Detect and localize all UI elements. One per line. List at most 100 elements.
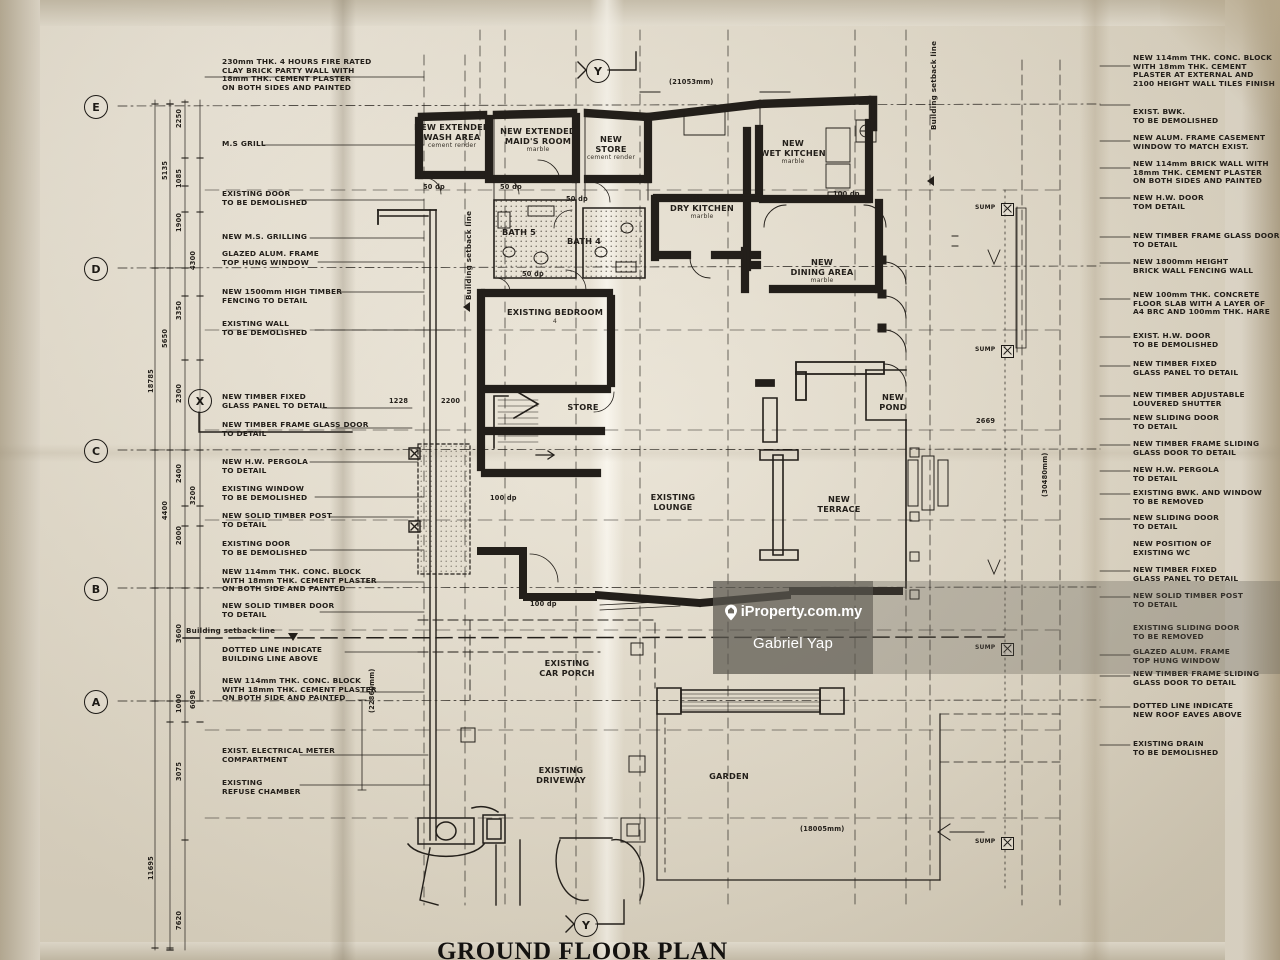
annotation-line: EXISTING DOOR	[222, 539, 291, 548]
dimension-value: 3075	[175, 761, 183, 781]
annotation-line: 2100 HEIGHT WALL TILES FINISH	[1133, 79, 1276, 89]
sump-symbol-icon	[1001, 643, 1014, 656]
setback-line-label: Building setback line	[186, 626, 276, 635]
annotation-line: NEW 100mm THK. CONCRETE	[1133, 290, 1260, 299]
annotation-line: A4 BRC AND 100mm THK. HARE	[1133, 307, 1270, 317]
annotation-line: NEW M.S. GRILLING	[222, 232, 308, 241]
annotation-line: CLAY BRICK PARTY WALL WITH	[222, 65, 355, 75]
annotation-line: GLAZED ALUM. FRAME	[1133, 647, 1230, 656]
dimension-value: 2669	[976, 417, 996, 425]
annotation-line: PLASTER AT EXTERNAL AND	[1133, 70, 1254, 80]
room-name: NEW EXTENDED	[500, 126, 576, 136]
room-name: STORE	[595, 143, 627, 154]
annotation-line: EXISTING DRAIN	[1133, 739, 1204, 748]
room-name: POND	[879, 401, 907, 412]
room-name: EXISTING	[650, 492, 696, 502]
watermark: iProperty.com.my Gabriel Yap	[713, 581, 873, 674]
dimension-value: 6098	[189, 689, 197, 709]
annotation-line: NEW TIMBER FIXED	[1133, 565, 1217, 574]
sump-label: SUMP	[975, 838, 996, 845]
annotation-line: TO DETAIL	[1133, 239, 1178, 249]
annotation-line: NEW TIMBER FIXED	[1133, 359, 1217, 368]
annotation-line: TO DETAIL	[222, 519, 267, 529]
dimension-value: 1000	[175, 693, 183, 713]
dimension-value: 5650	[161, 328, 169, 348]
room-finish: marble	[781, 158, 805, 166]
annotation-line: NEW TIMBER FIXED	[222, 392, 306, 401]
annotation-line: NEW 1800mm HEIGHT	[1133, 257, 1229, 266]
dimension-value: 100 dp	[833, 190, 860, 198]
annotation-line: BRICK WALL FENCING WALL	[1133, 265, 1254, 275]
annotation-line: NEW SOLID TIMBER DOOR	[222, 601, 335, 610]
dimension-value: 2250	[175, 108, 183, 128]
annotation-line: TO BE DEMOLISHED	[222, 492, 308, 502]
annotation-line: NEW TIMBER FRAME SLIDING	[1133, 669, 1260, 678]
annotation-line: TO BE DEMOLISHED	[222, 547, 308, 557]
annotation-line: DOTTED LINE INDICATE	[222, 645, 323, 654]
room-name: CAR PORCH	[539, 667, 595, 678]
room-name: NEW EXTENDED	[414, 122, 490, 132]
dimension-value: 1085	[175, 168, 183, 188]
dimension-value: 18785	[147, 369, 155, 393]
annotation-line: GLASS DOOR TO DETAIL	[1133, 447, 1237, 457]
annotation-line: TO DETAIL	[1133, 521, 1178, 531]
annotation-line: NEW SOLID TIMBER POST	[1133, 591, 1244, 600]
dimension-value: 4300	[189, 250, 197, 270]
annotation-line: GLASS DOOR TO DETAIL	[1133, 677, 1237, 687]
dimension-value: 50 dp	[423, 183, 445, 191]
room-finish: marble	[690, 213, 714, 221]
annotation-line: NEW POSITION OF	[1133, 539, 1212, 548]
annotation-note: M.S GRILL	[222, 139, 266, 149]
grid-bubble-a-4: A	[84, 690, 108, 714]
dimension-value: 4400	[161, 500, 169, 520]
room-name: NEW	[599, 134, 623, 144]
annotation-line: TO DETAIL	[222, 465, 267, 475]
grid-bubble-e-0: E	[84, 95, 108, 119]
room-name: NEW	[810, 257, 834, 267]
room-name: EXISTING	[538, 765, 584, 775]
room-name: BATH 5	[501, 227, 537, 237]
room-name: DINING AREA	[790, 266, 854, 277]
annotation-line: NEW TIMBER FRAME SLIDING	[1133, 439, 1260, 448]
grid-bubble-b-3: B	[84, 577, 108, 601]
room-name: GARDEN	[709, 771, 749, 781]
room-finish: cement render	[586, 154, 636, 162]
annotation-line: TO DETAIL	[1133, 421, 1178, 431]
annotation-line: NEW 1500mm HIGH TIMBER	[222, 287, 343, 296]
room-label: GARDEN	[669, 771, 789, 782]
annotation-line: NEW TIMBER FRAME GLASS DOOR	[222, 420, 369, 429]
annotation-line: GLASS PANEL TO DETAIL	[1133, 367, 1239, 377]
annotation-line: EXISTING DOOR	[222, 189, 291, 198]
grid-bubble-y-7: Y	[574, 913, 598, 937]
dimension-value: 2300	[175, 383, 183, 403]
dimension-value: 50 dp	[500, 183, 522, 191]
annotation-line: WINDOW TO MATCH EXIST.	[1133, 141, 1249, 151]
grid-bubble-c-2: C	[84, 439, 108, 463]
annotation-line: NEW H.W. PERGOLA	[222, 457, 309, 466]
watermark-brand-row: iProperty.com.my	[724, 604, 862, 621]
dimension-value: 1228	[389, 397, 409, 405]
annotation-line: TOM DETAIL	[1133, 201, 1186, 211]
